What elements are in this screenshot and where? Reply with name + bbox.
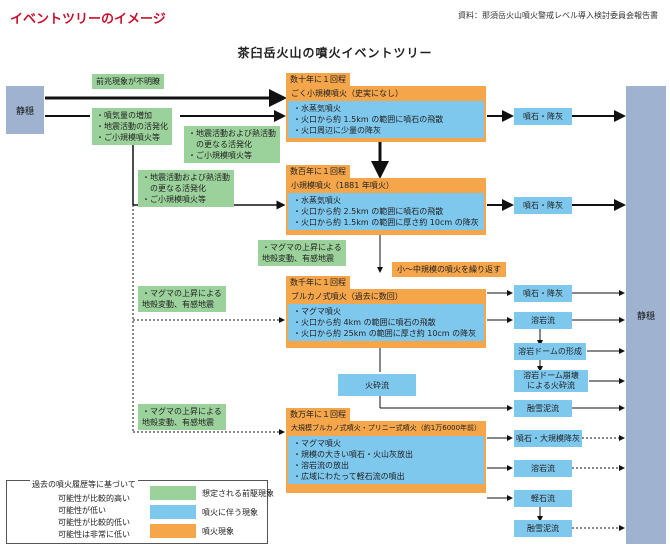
precursor-magma-2: ・マグマの上昇による地殻変動、有感地震 — [138, 286, 226, 312]
precursor-escalation-2: ・地震活動および熱活動 の更なる活発化・ご小規模噴火等 — [138, 170, 234, 207]
legend-line-low: 可能性が低い — [58, 506, 106, 515]
event-1-frequency: 数十年に１回程 — [286, 73, 350, 86]
event-4-frequency: 数万年に１回程 — [286, 408, 350, 421]
diagram-title: 茶臼岳火山の噴火イベントツリー — [237, 46, 433, 60]
legend-swatch-blue — [150, 505, 196, 519]
legend-label-eruption-related: 噴火に伴う現象 — [202, 508, 258, 517]
legend-heading: 過去の噴火履歴等に基づいて — [30, 479, 138, 490]
page-title: イベントツリーのイメージ — [10, 12, 166, 27]
repeat-note: 小〜中規模の噴火を繰り返す — [392, 262, 506, 277]
phenomenon-lahar-1: 融雪泥流 — [514, 400, 572, 417]
precursor-initial: ・噴気量の増加・地震活動の活発化・ご小規模噴火等 — [92, 108, 172, 145]
state-calm-right: 静穏 — [626, 86, 666, 544]
phenomenon-dome-collapse: 溶岩ドーム崩壊による火砕流 — [514, 370, 588, 392]
event-3-items: ・マグマ噴火・火口から約 4km の範囲に噴石の飛散・火口から約 25km の範… — [288, 304, 484, 341]
phenomenon-pumice-flow: 軽石流 — [514, 490, 572, 507]
phenomenon-lahar-2: 融雪泥流 — [514, 520, 572, 537]
precursor-magma-3: ・マグマの上昇による地殻変動、有感地震 — [138, 404, 226, 430]
state-calm-left: 静穏 — [6, 86, 44, 134]
phenomenon-lava-dome: 溶岩ドームの形成 — [514, 343, 586, 360]
event-1-title: ごく小規模噴火（史実になし） — [291, 89, 403, 98]
legend-line-high: 可能性が比較的高い — [58, 494, 130, 503]
event-3-box: ブルカノ式噴火（過去に数回） ・マグマ噴火・火口から約 4km の範囲に噴石の飛… — [286, 289, 486, 348]
event-3-title: ブルカノ式噴火（過去に数回） — [291, 292, 403, 301]
event-2-items: ・水蒸気噴火・火口から約 2.5km の範囲に噴石の飛散・火口から約 1.5km… — [288, 193, 484, 230]
event-3-frequency: 数千年に１回程 — [286, 276, 350, 289]
source-note: 資料：那須岳火山噴火警戒レベル導入検討委員会報告書 — [458, 11, 658, 20]
phenomenon-ballistic-ash-3: 噴石・降灰 — [514, 285, 572, 302]
event-2-title: 小規模噴火（1881 年噴火） — [291, 181, 394, 190]
phenomenon-ballistic-ash-1: 噴石・降灰 — [514, 108, 572, 125]
precursor-escalation-1: ・地震活動および熱活動 の更なる活発化・ご小規模噴火等 — [184, 126, 280, 163]
phenomenon-ballistic-ash-2: 噴石・降灰 — [514, 197, 572, 214]
phenomenon-lava-flow-2: 溶岩流 — [514, 460, 572, 477]
event-1-box: ごく小規模噴火（史実になし） ・水蒸気噴火・火口から約 1.5km の範囲に噴石… — [286, 86, 486, 142]
event-2-frequency: 数百年に１回程 — [286, 165, 350, 178]
event-4-box: 大規模ブルカノ式噴火・プリニー式噴火（約1万6000年前） ・マグマ噴火・規模の… — [286, 421, 486, 493]
precursor-magma-1: ・マグマの上昇による地殻変動、有感地震 — [258, 240, 346, 266]
event-2-box: 小規模噴火（1881 年噴火） ・水蒸気噴火・火口から約 2.5km の範囲に噴… — [286, 178, 486, 235]
legend-swatch-orange — [150, 524, 196, 538]
legend-line-rel-low: 可能性が比較的低い — [58, 518, 130, 527]
legend-line-very-low: 可能性は非常に低い — [58, 530, 130, 539]
event-4-items: ・マグマ噴火・規模の大きい噴石・火山灰放出・溶岩流の放出・広域にわたって軽石流の… — [288, 436, 484, 484]
phenomenon-lava-flow-1: 溶岩流 — [514, 312, 572, 329]
legend-swatch-green — [150, 486, 196, 500]
phenomenon-large-ashfall: 噴石・大規模降灰 — [514, 430, 582, 447]
pyroclastic-flow: 火砕流 — [338, 374, 416, 396]
legend-label-eruption: 噴火現象 — [202, 527, 234, 536]
event-1-items: ・水蒸気噴火・火口から約 1.5km の範囲に噴石の飛散・火口周辺に少量の降灰 — [288, 101, 484, 138]
precursor-unclear: 前兆現象が不明瞭 — [92, 74, 164, 89]
legend-label-precursor: 想定される前駆現象 — [202, 489, 274, 498]
event-4-title: 大規模ブルカノ式噴火・プリニー式噴火（約1万6000年前） — [291, 424, 482, 432]
